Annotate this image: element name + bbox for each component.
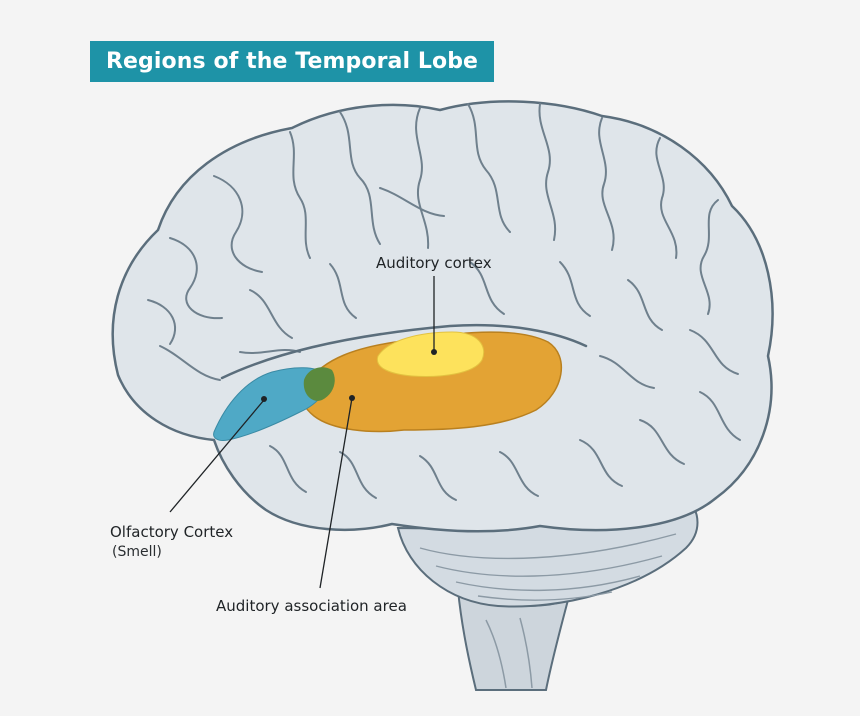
title-banner: Regions of the Temporal Lobe [90, 41, 495, 82]
cerebellum-folds [419, 533, 677, 601]
label-auditory-association: Auditory association area [216, 597, 407, 615]
leader-lines [169, 276, 435, 589]
label-auditory-cortex: Auditory cortex [376, 254, 492, 272]
olfactory-cortex-dot [261, 396, 267, 402]
brain-stem-ridge [485, 617, 533, 689]
auditory-association-dot [349, 395, 355, 401]
lateral-sulcus [220, 323, 588, 380]
label-olfactory-sub: (Smell) [112, 544, 162, 560]
overlap-region [303, 367, 335, 401]
auditory-cortex-dot [431, 349, 437, 355]
page-title: Regions of the Temporal Lobe [106, 49, 479, 74]
label-olfactory-cortex: Olfactory Cortex [110, 523, 233, 541]
cerebrum [111, 100, 774, 533]
auditory-cortex-region [376, 331, 484, 377]
leader-dots [261, 349, 437, 402]
